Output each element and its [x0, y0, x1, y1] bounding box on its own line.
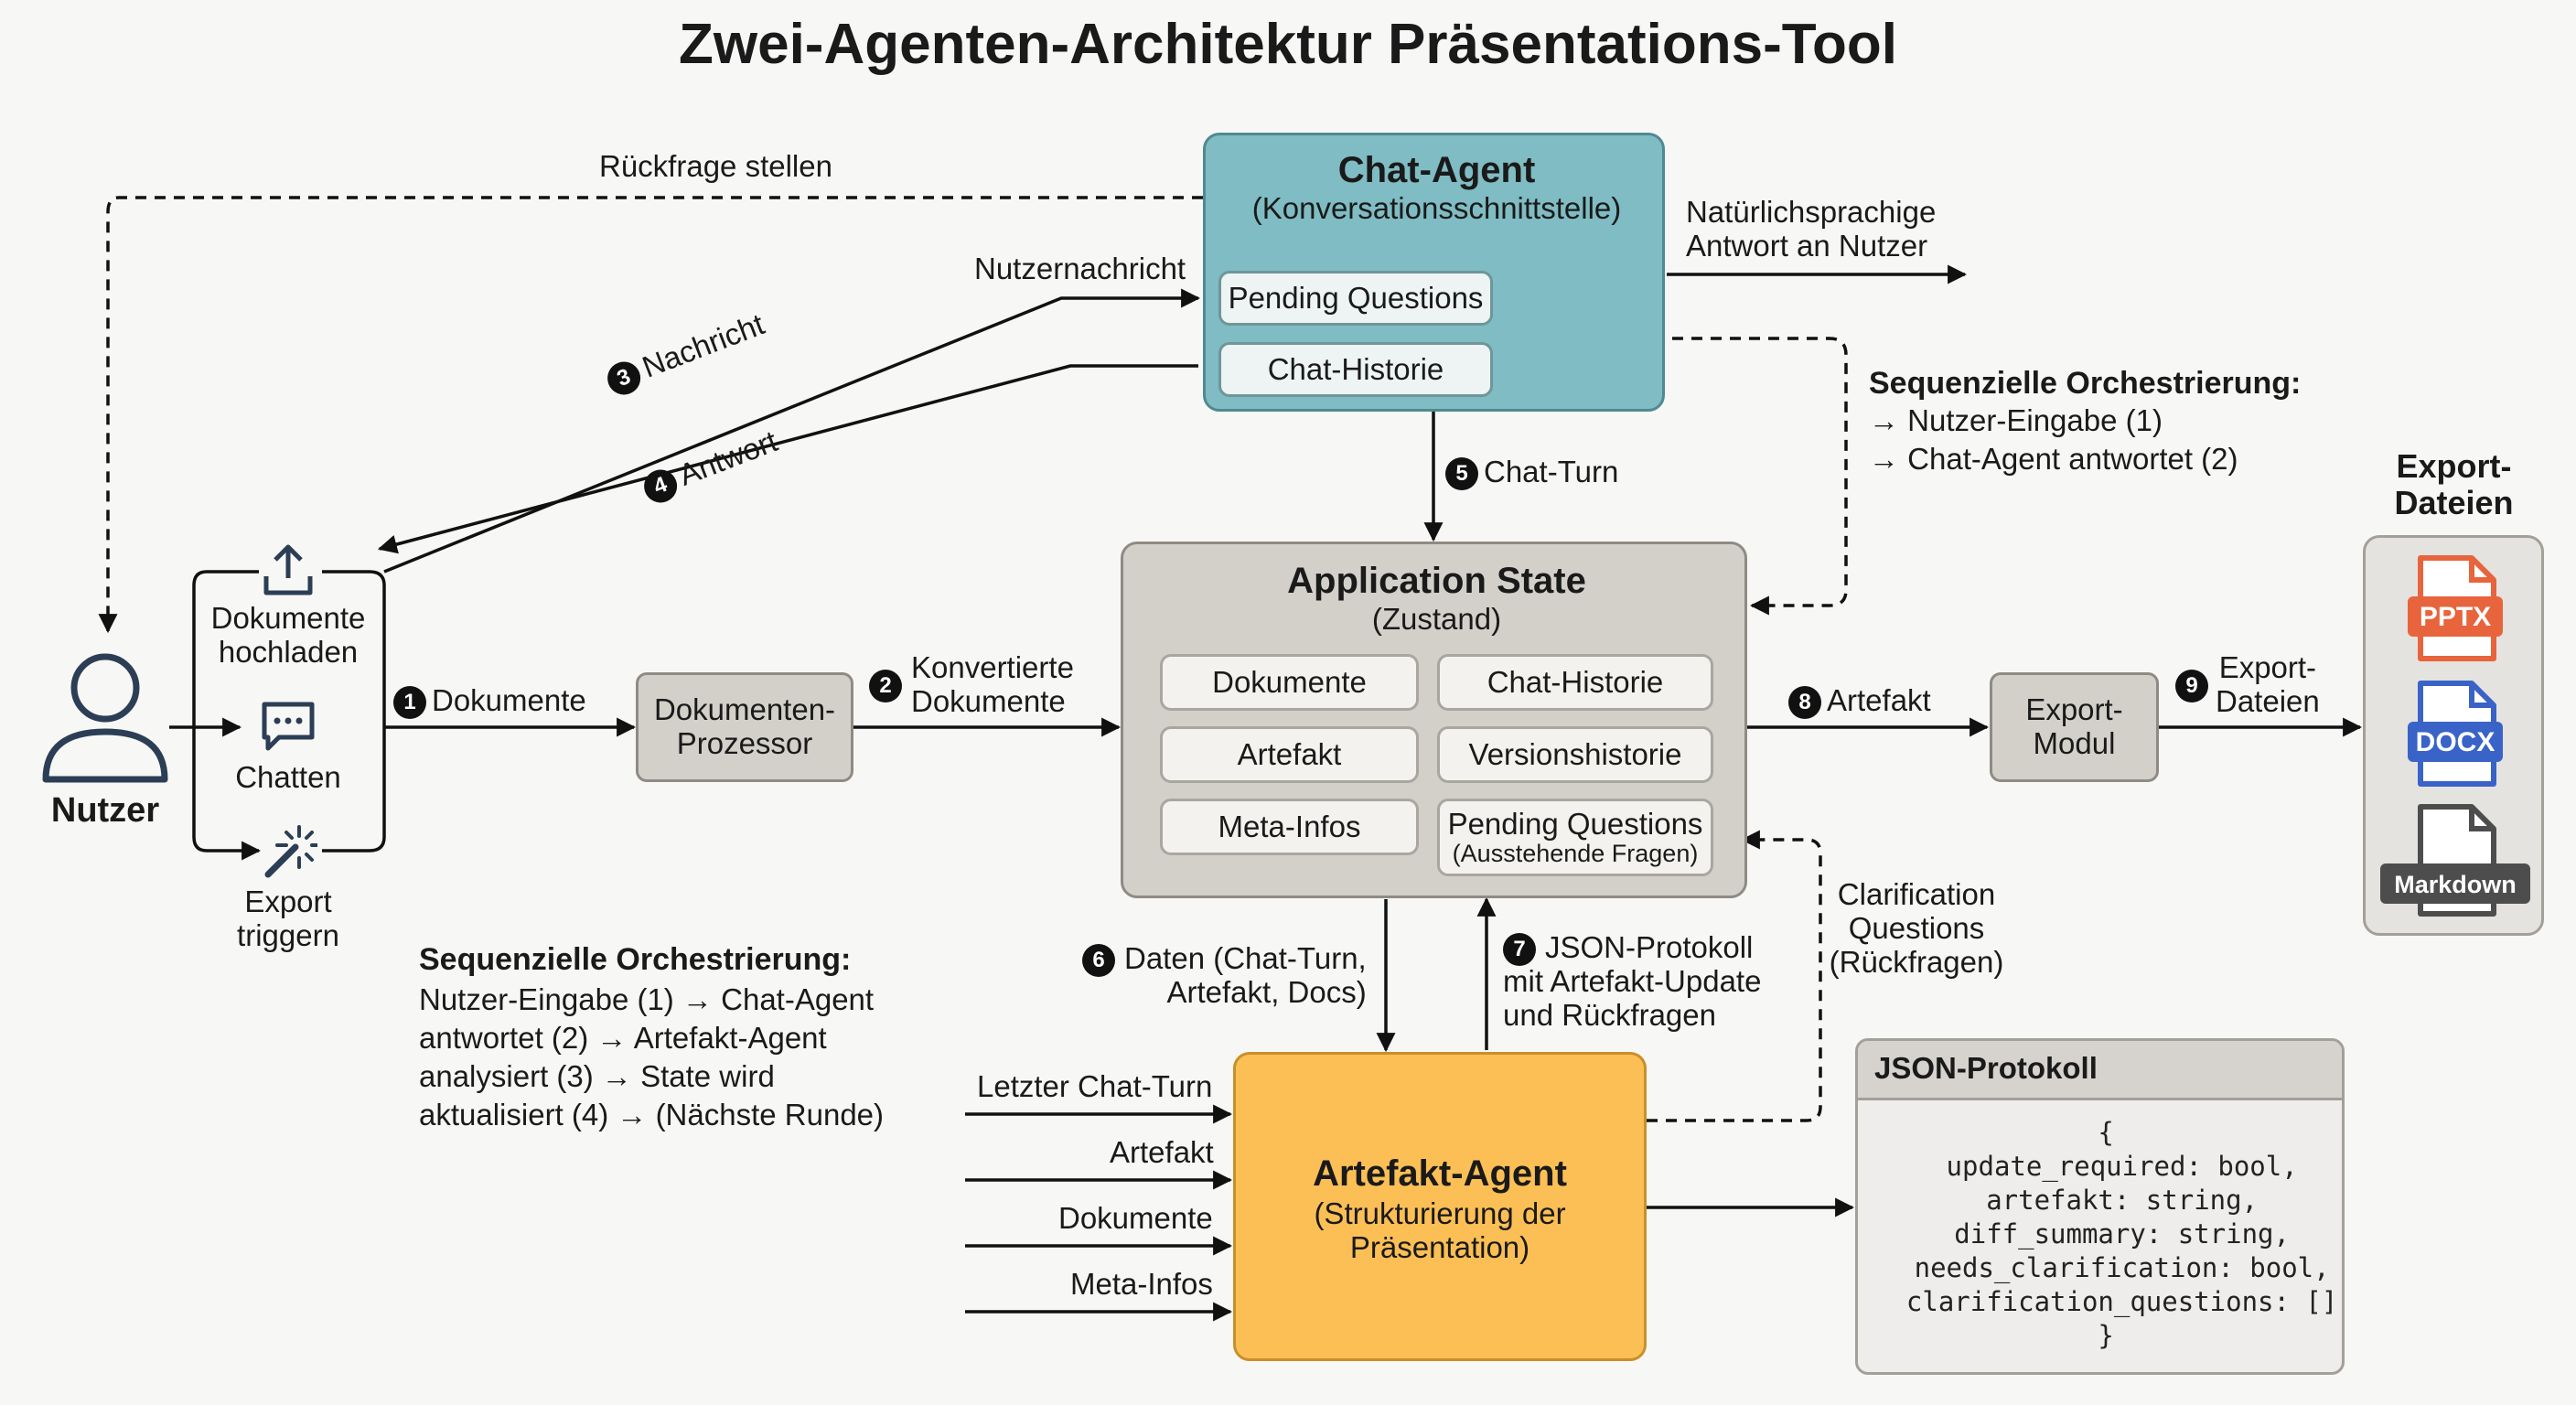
input-letzter-chat-turn: Letzter Chat-Turn [977, 1069, 1213, 1103]
magic-wand-icon[interactable] [259, 821, 319, 880]
pptx-label: PPTX [2419, 602, 2492, 632]
input-dokumente: Dokumente [1058, 1201, 1213, 1235]
upload-icon[interactable] [259, 542, 317, 600]
action-chat[interactable]: Chatten [235, 760, 341, 794]
orchestration-top-line-1: → Nutzer-Eingabe (1) [1869, 403, 2163, 437]
konvertierte-text: Konvertierte Dokumente [911, 650, 1074, 718]
chat-history: Chat-Historie [1218, 342, 1493, 397]
orchestration-top-line-2: → Chat-Agent antwortet (2) [1869, 442, 2238, 476]
artefakt-agent-title: Artefakt-Agent [1313, 1153, 1567, 1194]
chat-turn-text: Chat-Turn [1484, 455, 1619, 488]
page-title: Zwei-Agenten-Architektur Präsentations-T… [679, 13, 1897, 76]
step-badge-9: 9 [2175, 670, 2208, 702]
artefakt-text: Artefakt [1827, 683, 1931, 717]
user-icon [42, 653, 168, 783]
pptx-file-icon[interactable]: PPTX [2406, 554, 2505, 662]
markdown-label: Markdown [2394, 871, 2517, 898]
state-item-meta-infos: Meta-Infos [1160, 799, 1419, 855]
state-pending-sub: (Ausstehende Fragen) [1452, 839, 1699, 867]
artefakt-agent-subtitle: (Strukturierung der Präsentation) [1314, 1196, 1566, 1264]
json-protocol-title: JSON-Protokoll [1874, 1051, 2098, 1085]
dokumente-text: Dokumente [432, 683, 586, 717]
doc-processor-box[interactable]: Dokumenten- Prozessor [636, 672, 853, 782]
state-item-versionshistorie: Versionshistorie [1437, 726, 1713, 783]
action-upload[interactable]: Dokumente hochladen [210, 601, 366, 669]
chat-bubble-icon[interactable] [259, 697, 317, 756]
edge-upload-bracket [192, 570, 262, 861]
export-files-title: Export- Dateien [2394, 447, 2514, 522]
edge-nutzernachricht [383, 288, 1201, 574]
state-item-artefakt: Artefakt [1160, 726, 1419, 783]
state-subtitle: (Zustand) [1371, 602, 1502, 636]
action-export[interactable]: Export triggern [237, 885, 339, 952]
daten-text: Daten (Chat-Turn, Artefakt, Docs) [1124, 941, 1367, 1009]
edge-rueckfrage [98, 196, 1203, 634]
json-protocol-code: { update_required: bool, artefakt: strin… [1905, 1117, 2338, 1351]
json-protocol-panel: JSON-Protokoll { update_required: bool, … [1855, 1038, 2345, 1375]
chat-agent-title: Chat-Agent [1337, 150, 1536, 190]
label-nutzernachricht: Nutzernachricht [974, 252, 1186, 285]
state-item-dokumente: Dokumente [1160, 654, 1419, 711]
json-update-text: JSON-Protokoll mit Artefakt-Update und R… [1503, 930, 1762, 1032]
orchestration-bottom-title: Sequenzielle Orchestrierung: [419, 942, 852, 977]
markdown-file-icon[interactable]: Markdown [2378, 803, 2532, 917]
export-files-panel: PPTX DOCX Markdown [2363, 535, 2544, 936]
export-dateien-text: Export- Dateien [2216, 650, 2320, 718]
chat-agent-box[interactable]: Chat-Agent (Konversationsschnittstelle) … [1203, 133, 1665, 412]
user-label: Nutzer [50, 791, 160, 830]
state-title: Application State [1287, 561, 1586, 601]
input-artefakt: Artefakt [1110, 1135, 1214, 1169]
edge-chat-to-state-dashed [1519, 337, 1848, 616]
application-state-box[interactable]: Application State (Zustand) Dokumente Ch… [1121, 542, 1747, 898]
user-actor: Nutzer [37, 640, 174, 842]
step-badge-7: 7 [1503, 933, 1536, 966]
step-badge-6: 6 [1082, 944, 1115, 977]
edge-message-to-user [377, 364, 1198, 554]
chat-agent-subtitle: (Konversationsschnittstelle) [1251, 191, 1622, 225]
chat-pending-questions: Pending Questions [1218, 271, 1493, 326]
export-module-box[interactable]: Export- Modul [1990, 672, 2159, 782]
state-item-chat-historie: Chat-Historie [1437, 654, 1713, 711]
json-protocol-header [1858, 1041, 2342, 1100]
edge-clarification [1647, 830, 1822, 1122]
label-natural-response: Natürlichsprachige Antwort an Nutzer [1686, 195, 1937, 263]
state-item-pending-questions: Pending Questions (Ausstehende Fragen) [1437, 799, 1713, 876]
edge-export-bracket [322, 570, 386, 853]
export-module-label: Export- Modul [2025, 692, 2123, 760]
label-rueckfrage: Rückfrage stellen [599, 149, 832, 183]
step-badge-8: 8 [1788, 686, 1821, 720]
artefakt-agent-box[interactable]: Artefakt-Agent (Strukturierung der Präse… [1233, 1052, 1647, 1361]
orchestration-top-title: Sequenzielle Orchestrierung: [1869, 366, 2302, 401]
step-badge-1: 1 [393, 686, 426, 720]
doc-processor-label: Dokumenten- Prozessor [653, 692, 836, 760]
label-clarification: Clarification Questions (Rückfragen) [1829, 877, 2004, 979]
step-badge-2: 2 [869, 670, 902, 702]
step-badge-5: 5 [1445, 457, 1478, 491]
docx-file-icon[interactable]: DOCX [2406, 680, 2505, 788]
input-meta-infos: Meta-Infos [1070, 1267, 1213, 1301]
orchestration-bottom-text: Nutzer-Eingabe (1) → Chat-Agent antworte… [419, 982, 885, 1132]
docx-label: DOCX [2415, 727, 2496, 757]
state-pending-title: Pending Questions [1447, 807, 1703, 841]
